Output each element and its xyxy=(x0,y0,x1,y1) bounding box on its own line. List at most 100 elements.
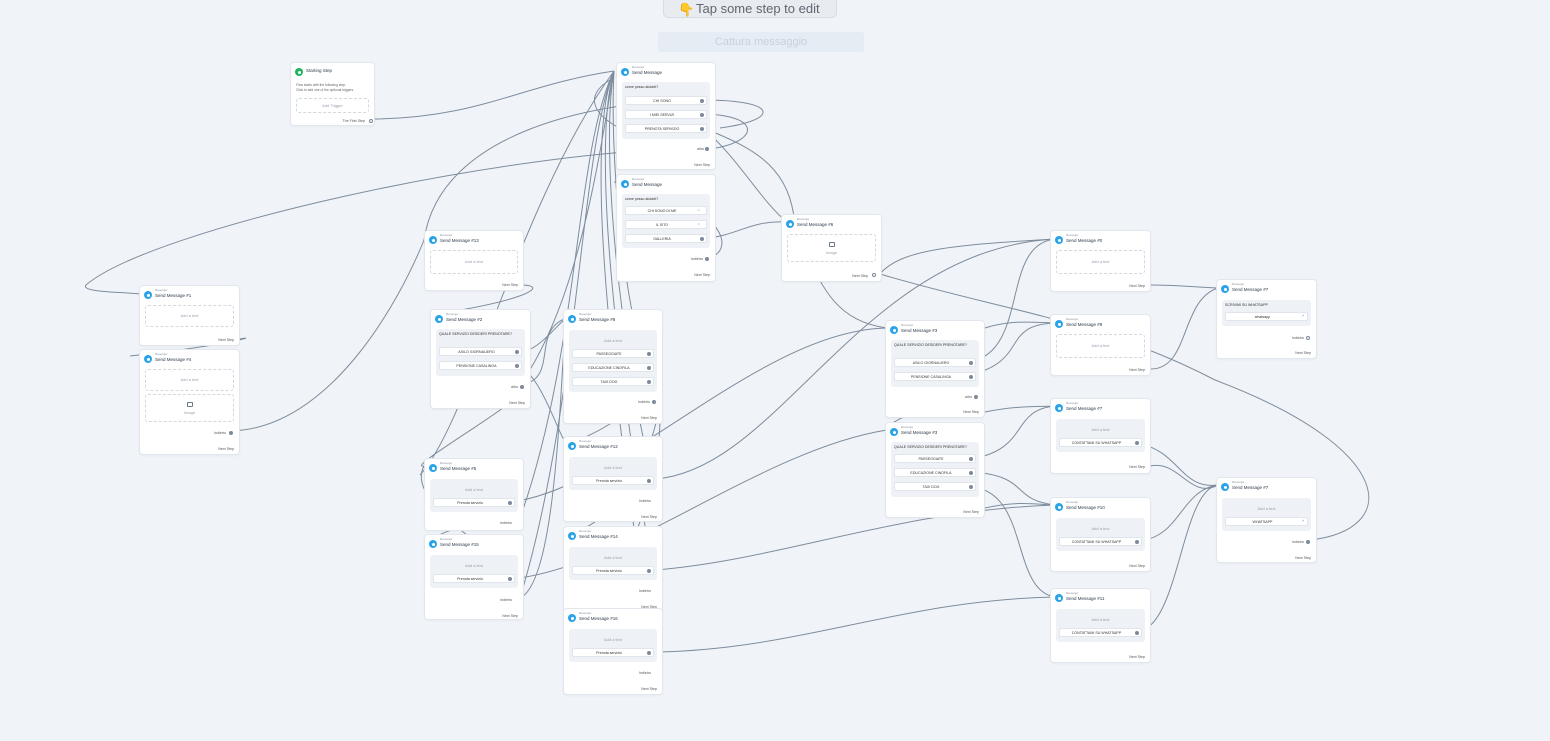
output-port[interactable] xyxy=(1135,441,1139,445)
output-port[interactable] xyxy=(369,119,373,123)
option-button[interactable]: TAXI DOG xyxy=(894,482,976,491)
option-button[interactable]: CHI SONO DI ME:○ xyxy=(625,206,707,215)
add-trigger-button[interactable]: Add Trigger xyxy=(296,98,369,113)
option-button[interactable]: PRENOTA SERVIZIO xyxy=(625,124,707,133)
option-button[interactable]: ASILO GIORNALIERO xyxy=(439,347,522,356)
starting-step-node[interactable]: Starting Step Flow starts with the follo… xyxy=(290,62,375,126)
output-port[interactable] xyxy=(969,375,973,379)
option-button[interactable]: PENSIONE CASALINGA xyxy=(894,372,976,381)
output-port[interactable] xyxy=(647,352,651,356)
output-port[interactable] xyxy=(700,237,704,241)
output-port[interactable] xyxy=(1135,540,1139,544)
output-port[interactable] xyxy=(969,485,973,489)
option-button[interactable]: EDUCAZIONE CINOFILA xyxy=(572,363,654,372)
output-port[interactable] xyxy=(652,400,656,404)
option-button[interactable]: TAXI DOG xyxy=(572,377,654,386)
action-button[interactable]: CONTATTAMI SU WHATSAPP xyxy=(1059,628,1142,637)
image-block[interactable]: Image xyxy=(787,234,876,262)
action-button[interactable]: Prenota servizio xyxy=(572,476,654,485)
output-port[interactable] xyxy=(969,361,973,365)
option-button[interactable]: CHI SONO xyxy=(625,96,707,105)
output-port[interactable] xyxy=(520,385,524,389)
image-block[interactable]: Image xyxy=(145,394,234,422)
add-text-block[interactable]: Add a text xyxy=(145,305,234,327)
output-port[interactable] xyxy=(647,479,651,483)
add-text-block[interactable]: Add a text xyxy=(145,369,234,391)
message-block[interactable]: Add a text Prenota servizio xyxy=(430,555,518,588)
option-button[interactable]: PASSEGGIATE xyxy=(572,349,654,358)
output-port[interactable] xyxy=(508,501,512,505)
message-block[interactable]: Add a text CONTATTAMI SU WHATSAPP xyxy=(1056,419,1145,452)
message-block[interactable]: Add a text CONTATTAMI SU WHATSAPP xyxy=(1056,609,1145,642)
action-button[interactable]: Prenota servizio xyxy=(572,648,654,657)
output-port[interactable] xyxy=(872,273,876,277)
option-button[interactable]: ASILO GIORNALIERO xyxy=(894,358,976,367)
action-button[interactable]: CONTATTAMI SU WHATSAPP xyxy=(1059,438,1142,447)
question-block[interactable]: come posso aiutarti? CHI SONO I MIEI SER… xyxy=(622,82,710,139)
output-port[interactable] xyxy=(508,577,512,581)
output-port[interactable] xyxy=(969,471,973,475)
message-block[interactable]: Add a text Prenota servizio xyxy=(569,629,657,662)
output-port[interactable] xyxy=(974,395,978,399)
output-port[interactable] xyxy=(647,569,651,573)
output-port[interactable] xyxy=(647,380,651,384)
message-block[interactable]: Add a text PASSEGGIATE EDUCAZIONE CINOFI… xyxy=(569,330,657,392)
option-button[interactable]: GALLERIA xyxy=(625,234,707,243)
output-port[interactable] xyxy=(1306,336,1310,340)
output-port[interactable] xyxy=(1306,540,1310,544)
message-block[interactable]: Add a text Prenota servizio xyxy=(430,479,518,512)
message-block[interactable]: Add a text Prenota servizio xyxy=(569,457,657,490)
message-block[interactable]: Add a text Prenota servizio xyxy=(569,547,657,580)
output-port[interactable] xyxy=(969,457,973,461)
output-port[interactable] xyxy=(647,651,651,655)
output-port[interactable] xyxy=(705,257,709,261)
output-port[interactable] xyxy=(515,364,519,368)
output-port[interactable] xyxy=(700,127,704,131)
action-button[interactable]: Prenota servizio xyxy=(433,574,515,583)
output-port[interactable] xyxy=(515,350,519,354)
action-button[interactable]: whatsapp↗ xyxy=(1225,312,1308,321)
message-block[interactable]: Add a text WHATSAPP↗ xyxy=(1222,498,1311,531)
option-button[interactable]: EDUCAZIONE CINOFILA xyxy=(894,468,976,477)
add-text-block[interactable]: Add a text xyxy=(1056,334,1145,358)
option-button[interactable]: PENSIONE CASALINGA xyxy=(439,361,522,370)
add-text-block[interactable]: Add a text xyxy=(1056,250,1145,274)
question-block[interactable]: QUALE SERVIZIO DESIDERI PRENOTARE? ASILO… xyxy=(436,329,525,376)
output-port[interactable] xyxy=(700,113,704,117)
add-text-block[interactable]: Add a text xyxy=(430,250,518,274)
output-port[interactable] xyxy=(705,147,709,151)
question-block[interactable]: QUALE SERVIZIO DESIDERI PRENOTARE? PASSE… xyxy=(891,442,979,497)
question-block[interactable]: QUALE SERVIZIO DESIDERI PRENOTARE? ASILO… xyxy=(891,340,979,387)
action-button[interactable]: WHATSAPP↗ xyxy=(1225,517,1308,526)
question-block[interactable]: come posso aiutarti? CHI SONO DI ME:○ IL… xyxy=(622,194,710,248)
option-button[interactable]: PASSEGGIATE xyxy=(894,454,976,463)
output-port[interactable] xyxy=(700,99,704,103)
question-block[interactable]: SCRIVIMI SU WHATSAPP whatsapp↗ xyxy=(1222,300,1311,326)
option-button[interactable]: I MIEI SERVIZI xyxy=(625,110,707,119)
action-button[interactable]: CONTATTAMI SU WHATSAPP xyxy=(1059,537,1142,546)
action-button[interactable]: Prenota servizio xyxy=(572,566,654,575)
option-button[interactable]: IL SITO:○ xyxy=(625,220,707,229)
message-block[interactable]: Add a text CONTATTAMI SU WHATSAPP xyxy=(1056,518,1145,551)
